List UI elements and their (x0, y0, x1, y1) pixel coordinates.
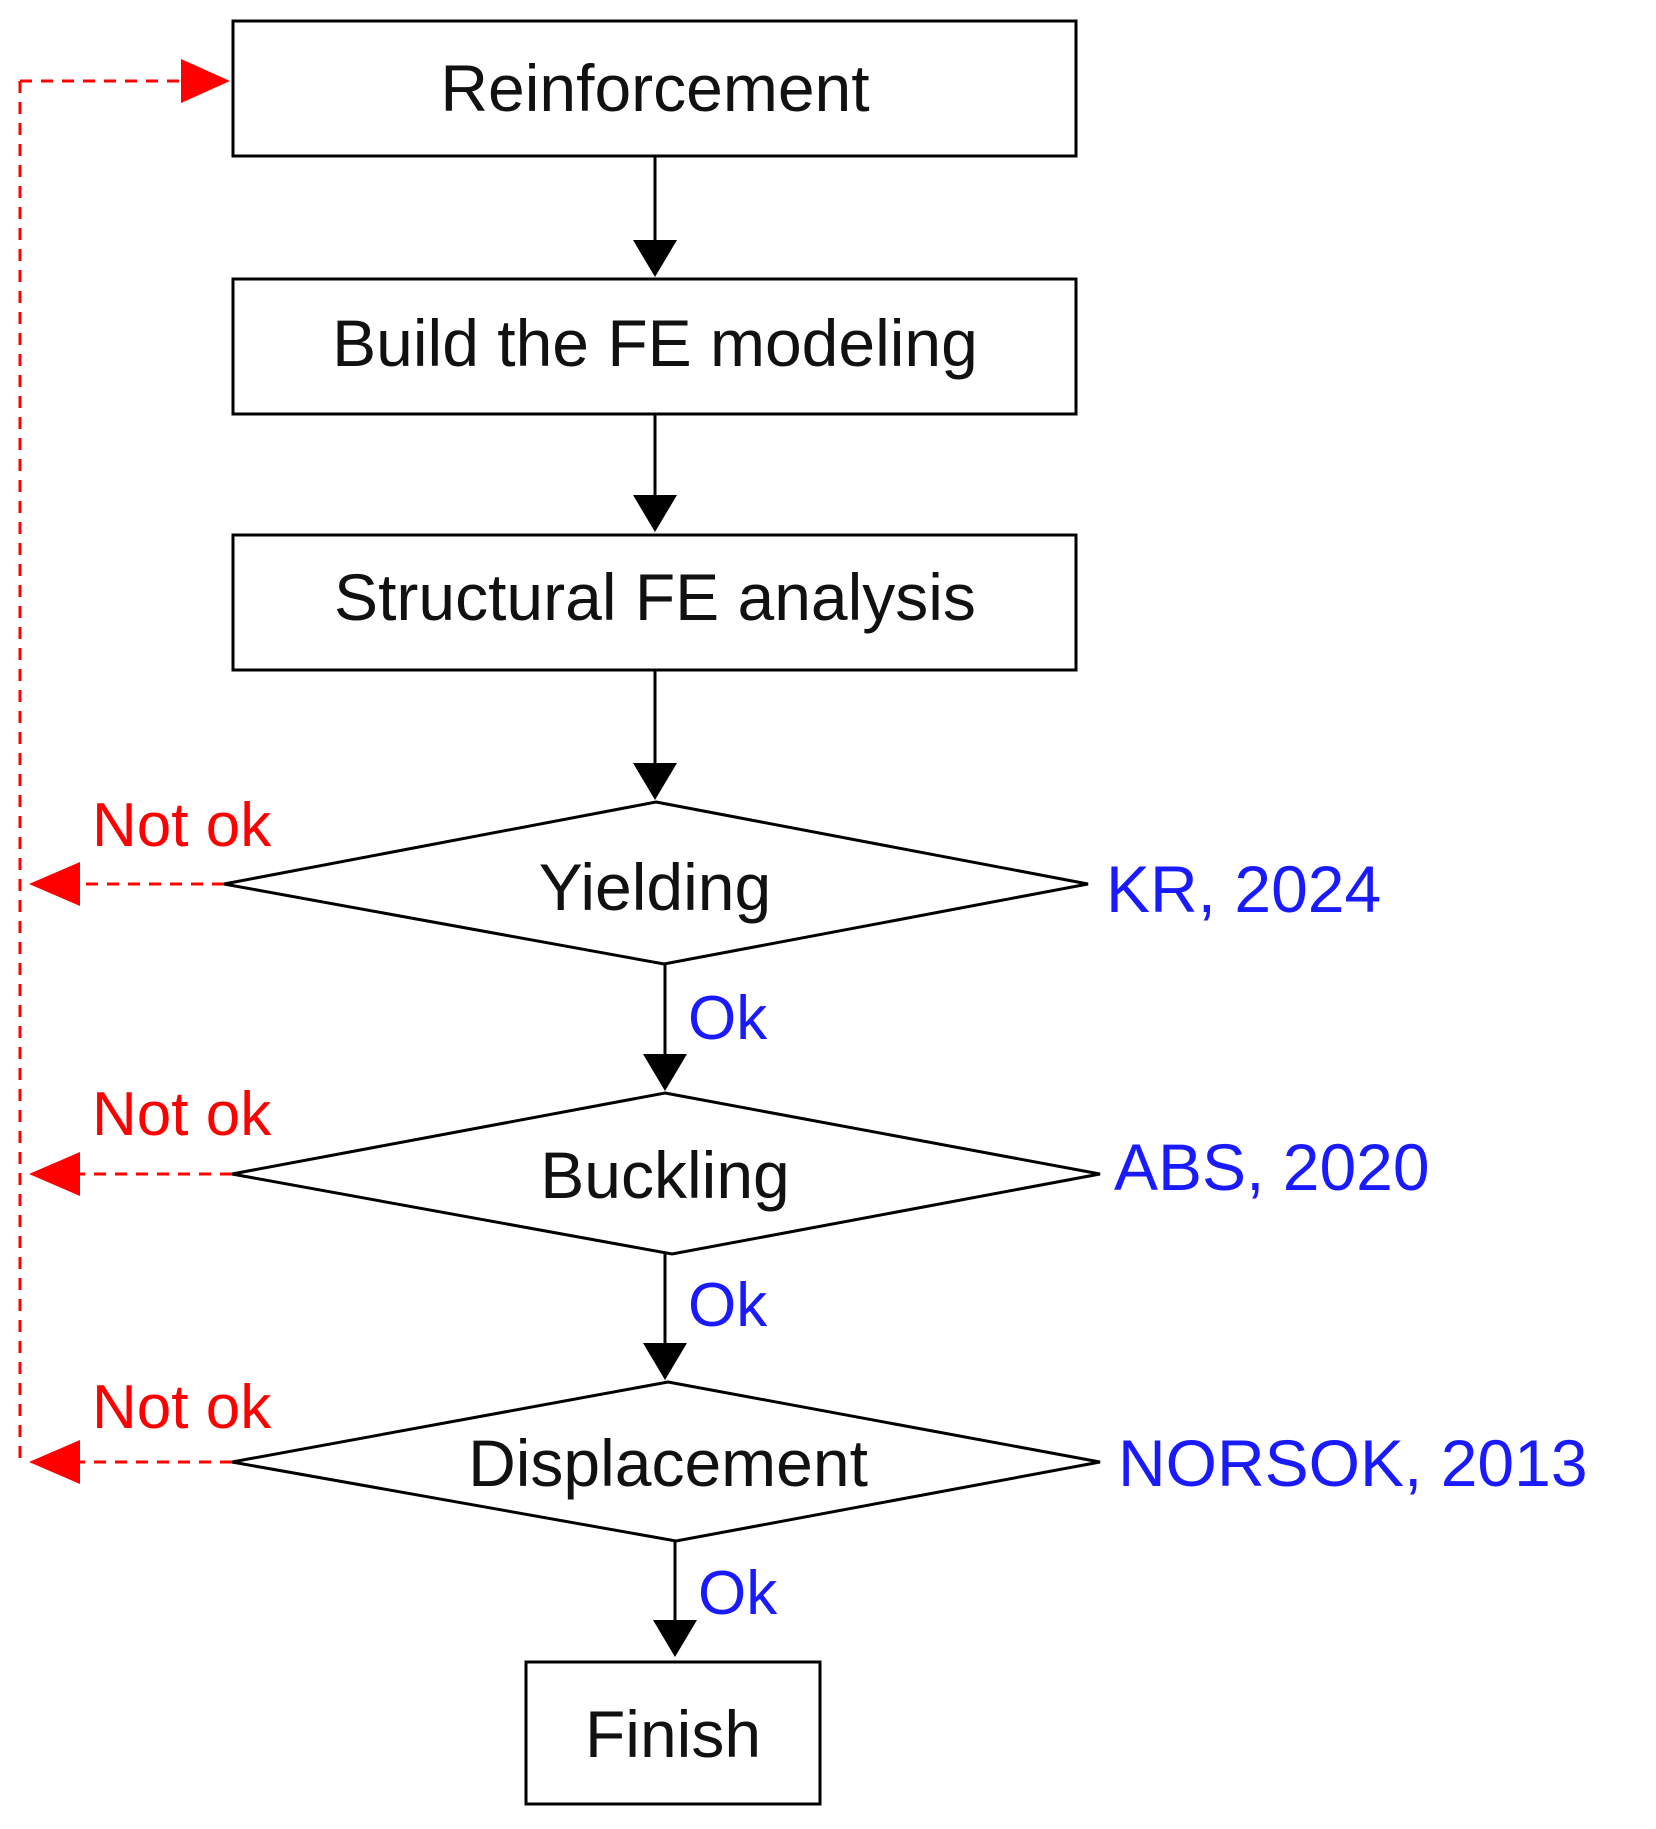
yielding-not-ok-label: Not ok (92, 791, 272, 860)
arrow-analysis-to-yielding (633, 670, 677, 800)
reinforcement-label: Reinforcement (440, 51, 869, 125)
yielding-not-ok-arrowhead (29, 862, 80, 906)
arrow-displacement-ok (653, 1541, 697, 1657)
structural-analysis-node: Structural FE analysis (231, 533, 1078, 672)
reinforcement-node: Reinforcement (231, 19, 1078, 158)
arrow-reinforcement-to-build (633, 156, 677, 277)
feedback-loop (18, 59, 232, 1484)
buckling-not-ok-label: Not ok (92, 1080, 272, 1149)
displacement-standard: NORSOK, 2013 (1118, 1426, 1588, 1500)
build-fe-model-node: Build the FE modeling (231, 277, 1078, 416)
buckling-decision: Buckling (231, 1091, 1101, 1256)
finish-node: Finish (524, 1660, 822, 1806)
displacement-decision: Displacement (231, 1380, 1101, 1543)
yielding-label: Yielding (539, 850, 771, 924)
arrow-buckling-ok (643, 1254, 687, 1380)
build-fe-model-label: Build the FE modeling (332, 306, 978, 380)
feedback-arrowhead-reinforcement (181, 59, 230, 103)
structural-analysis-label: Structural FE analysis (334, 560, 976, 634)
yielding-standard: KR, 2024 (1106, 852, 1381, 926)
arrow-yielding-ok (643, 964, 687, 1091)
yielding-ok-label: Ok (688, 984, 768, 1053)
buckling-not-ok-arrowhead (29, 1152, 80, 1196)
buckling-label: Buckling (540, 1138, 789, 1212)
finish-label: Finish (585, 1697, 761, 1771)
displacement-label: Displacement (468, 1426, 868, 1500)
yielding-decision: Yielding (223, 800, 1089, 966)
displacement-not-ok-arrowhead (29, 1440, 80, 1484)
buckling-ok-label: Ok (688, 1271, 768, 1340)
buckling-standard: ABS, 2020 (1114, 1130, 1430, 1204)
displacement-ok-label: Ok (698, 1559, 778, 1628)
displacement-not-ok-label: Not ok (92, 1373, 272, 1442)
arrow-build-to-analysis (633, 414, 677, 532)
